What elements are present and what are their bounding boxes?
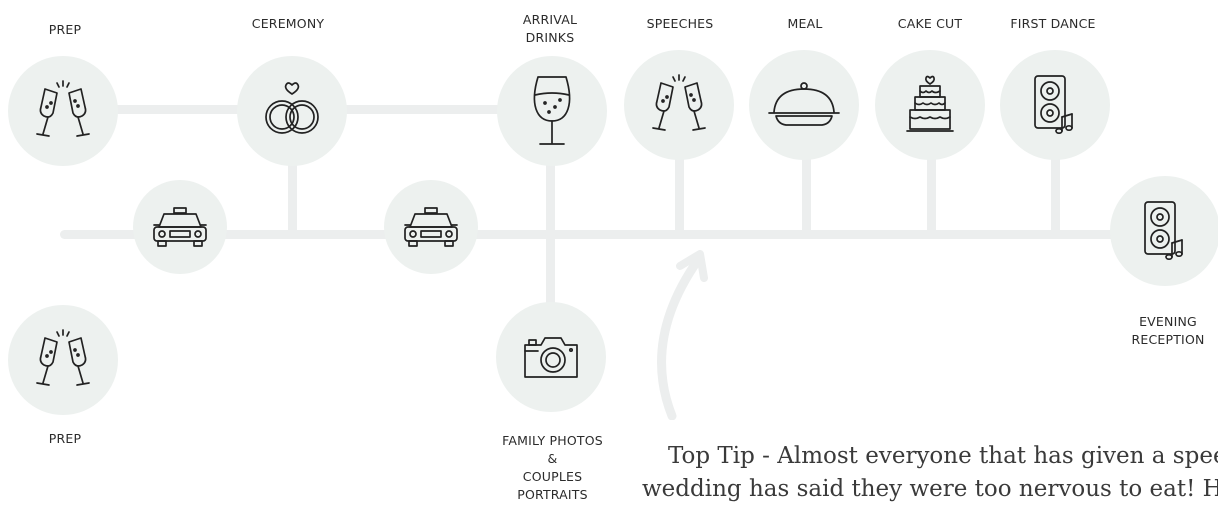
wine-glass-icon	[533, 76, 571, 145]
top-tip-line2: wedding has said they were too nervous t…	[642, 476, 1218, 502]
arrival-drinks-line2: DRINKS	[525, 30, 575, 45]
first-dance-label: FIRST DANCE	[1010, 16, 1096, 31]
car-circle-1	[133, 180, 227, 274]
drinks-photos-connector	[546, 150, 555, 320]
speeches-label: SPEECHES	[646, 16, 714, 31]
meal-label: MEAL	[787, 16, 823, 31]
ceremony-drop	[288, 160, 297, 234]
evening-reception-circle	[1110, 176, 1218, 286]
ceremony-circle	[237, 56, 347, 166]
cloche-icon	[768, 82, 840, 126]
family-photos-line4: PORTRAITS	[517, 487, 588, 502]
prep-bottom-label: PREP	[48, 431, 82, 446]
evening-reception-line1: EVENING	[1139, 314, 1197, 329]
cake-cut-label: CAKE CUT	[897, 16, 963, 31]
prep-top-label: PREP	[48, 22, 82, 37]
speeches-drop	[675, 150, 684, 234]
champagne-icon	[652, 74, 706, 131]
first-dance-circle	[1000, 50, 1110, 160]
evening-reception-label: EVENING RECEPTION	[1118, 313, 1218, 349]
dance-drop	[1051, 150, 1060, 234]
rings-icon	[265, 82, 319, 134]
arrival-drinks-label: ARRIVAL DRINKS	[500, 11, 600, 47]
family-photos-line1: FAMILY PHOTOS	[502, 433, 603, 448]
arrival-drinks-line1: ARRIVAL	[522, 12, 578, 27]
top-tip-text: Top Tip - Almost everyone that has given…	[642, 440, 1218, 506]
cake-icon	[906, 75, 954, 132]
champagne-icon	[36, 80, 90, 137]
top-tip-line1: Top Tip - Almost everyone that has given…	[668, 443, 1218, 469]
family-photos-line3: COUPLES	[522, 469, 583, 484]
cake-drop	[927, 150, 936, 234]
prep-bottom-circle	[8, 305, 118, 415]
family-photos-circle	[496, 302, 606, 412]
curved-arrow-icon	[657, 250, 708, 420]
camera-icon	[524, 337, 578, 378]
speaker-music-icon	[1034, 75, 1073, 135]
family-photos-line2: &	[547, 451, 558, 466]
main-timeline	[60, 230, 1120, 239]
car-circle-2	[384, 180, 478, 274]
arrival-drinks-circle	[497, 56, 607, 166]
car-icon	[153, 207, 207, 247]
meal-circle	[749, 50, 859, 160]
speeches-circle	[624, 50, 734, 160]
car-icon	[404, 207, 458, 247]
cake-circle	[875, 50, 985, 160]
evening-reception-line2: RECEPTION	[1131, 332, 1205, 347]
meal-drop	[802, 150, 811, 234]
ceremony-label: CEREMONY	[251, 16, 325, 31]
prep-top-circle	[8, 56, 118, 166]
champagne-icon	[36, 329, 90, 386]
speaker-music-icon	[1144, 201, 1183, 261]
family-photos-label: FAMILY PHOTOS & COUPLES PORTRAITS	[480, 432, 625, 504]
